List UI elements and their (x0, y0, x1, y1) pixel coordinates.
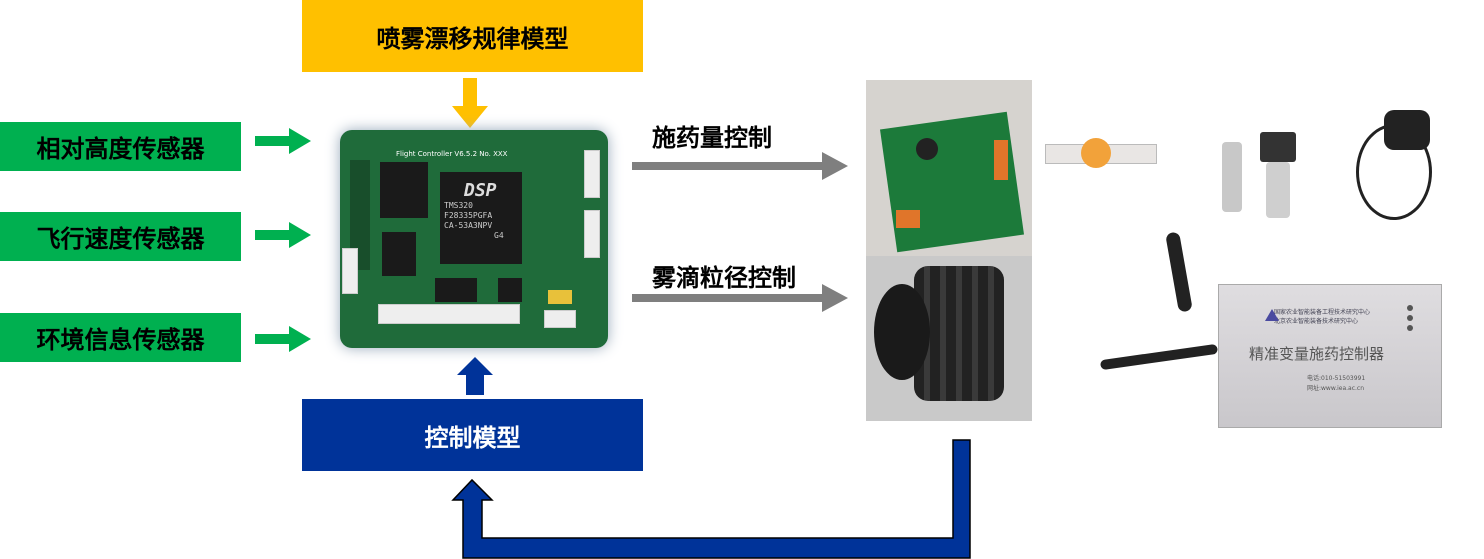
right-arrow-icon (255, 222, 311, 248)
right-arrow-icon (255, 128, 311, 154)
device-phone: 电话:010-51503991 (1307, 375, 1366, 382)
dosage-control-label: 施药量控制 (652, 124, 772, 152)
dsp-flight-controller-board: Flight Controller V6.5.2 No. XXX DSP TMS… (340, 130, 608, 348)
chip-line: F28335PGFA (444, 211, 493, 220)
speed-sensor-label: 飞行速度传感器 (36, 225, 205, 253)
right-arrow-icon (632, 284, 848, 312)
down-arrow-icon (452, 78, 488, 128)
spray-drift-model-label: 喷雾漂移规律模型 (376, 24, 569, 53)
right-arrow-icon (255, 326, 311, 352)
atomizer-motor-photo (866, 256, 1032, 421)
control-model-label: 控制模型 (424, 423, 521, 452)
org-line-2: 北京农业智能装备技术研究中心 (1274, 318, 1359, 325)
environment-sensor-label: 环境信息传感器 (36, 326, 205, 354)
height-sensor-label: 相对高度传感器 (36, 135, 205, 163)
gps-antenna-photo (1330, 110, 1440, 220)
pressure-sensor-photo (1212, 112, 1302, 220)
device-website: 网址:www.iea.ac.cn (1307, 385, 1365, 392)
up-arrow-icon (457, 357, 493, 395)
speed-sensor-box: 飞行速度传感器 (0, 212, 241, 261)
chip-line: G4 (494, 231, 504, 240)
dsp-chip: DSP TMS320 F28335PGFA CA-53A3NPV G4 (440, 172, 522, 264)
droplet-size-control-label: 雾滴粒径控制 (652, 264, 796, 292)
flow-meter-photo (1045, 128, 1157, 188)
dsp-logo: DSP (464, 180, 497, 201)
control-model-box: 控制模型 (302, 399, 643, 471)
environment-sensor-box: 环境信息传感器 (0, 313, 241, 362)
spray-drift-model-box: 喷雾漂移规律模型 (302, 0, 643, 72)
driver-board-photo (866, 80, 1032, 256)
height-sensor-box: 相对高度传感器 (0, 122, 241, 171)
right-arrow-icon (632, 152, 848, 180)
device-title: 精准变量施药控制器 (1249, 345, 1385, 363)
variable-rate-controller-device: 国家农业智能装备工程技术研究中心 北京农业智能装备技术研究中心 精准变量施药控制… (1218, 284, 1442, 428)
chip-line: TMS320 (444, 201, 473, 210)
org-line-1: 国家农业智能装备工程技术研究中心 (1274, 309, 1371, 316)
board-header: Flight Controller V6.5.2 No. XXX (396, 150, 508, 158)
org-logo-icon (1265, 309, 1279, 321)
chip-line: CA-53A3NPV (444, 221, 493, 230)
